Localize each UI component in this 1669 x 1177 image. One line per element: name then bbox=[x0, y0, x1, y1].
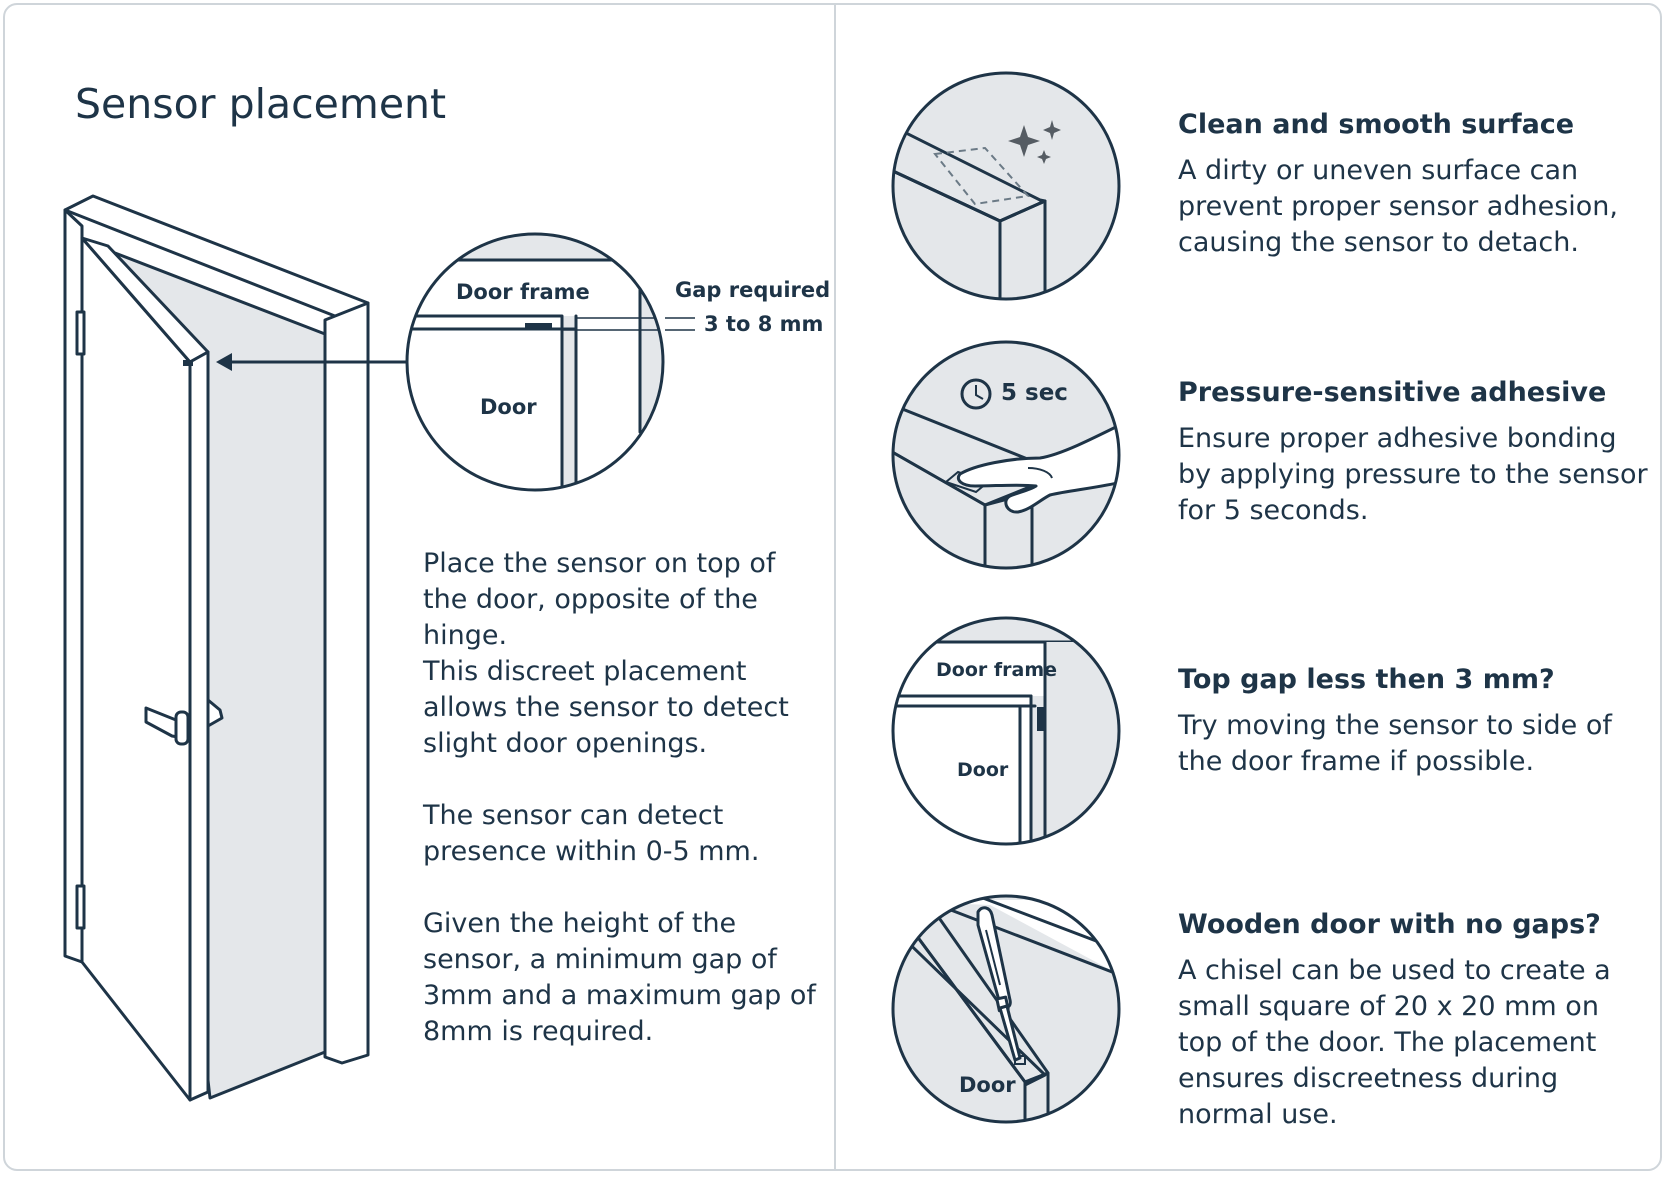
tip-heading-pressure: Pressure-sensitive adhesive bbox=[1178, 377, 1607, 408]
door-label: Door bbox=[480, 395, 537, 419]
tip-heading-clean: Clean and smooth surface bbox=[1178, 109, 1575, 140]
instruction-1: Place the sensor on top of the door, opp… bbox=[423, 548, 776, 651]
chisel-icon bbox=[976, 906, 1022, 1062]
tip-door-frame-label: Door frame bbox=[936, 659, 1058, 681]
door-handle-icon bbox=[144, 698, 224, 746]
instruction-2: This discreet placement allows the senso… bbox=[423, 656, 789, 759]
tip-clean-illustration bbox=[891, 71, 1121, 301]
gap-required-label: Gap required bbox=[675, 278, 831, 302]
panel-divider bbox=[834, 4, 836, 1171]
tip-text-clean: A dirty or uneven surface can prevent pr… bbox=[1178, 155, 1618, 258]
door-frame-label: Door frame bbox=[456, 280, 590, 304]
chisel-door-label: Door bbox=[959, 1073, 1016, 1097]
instruction-4: Given the height of the sensor, a minimu… bbox=[423, 908, 816, 1047]
tip-pressure-illustration bbox=[891, 340, 1121, 570]
gap-callout bbox=[405, 232, 695, 492]
panel-frame bbox=[3, 3, 1662, 1171]
tip-text-chisel: A chisel can be used to create a small s… bbox=[1178, 955, 1611, 1130]
door-illustration bbox=[63, 194, 408, 1102]
tip-heading-chisel: Wooden door with no gaps? bbox=[1178, 909, 1601, 940]
page-title: Sensor placement bbox=[75, 80, 447, 128]
clock-icon bbox=[960, 378, 992, 410]
five-sec-label: 5 sec bbox=[1001, 380, 1068, 406]
tip-door-label: Door bbox=[957, 759, 1009, 781]
tip-gap-illustration bbox=[891, 616, 1121, 846]
tip-heading-gap: Top gap less then 3 mm? bbox=[1178, 664, 1555, 695]
tip-text-pressure: Ensure proper adhesive bonding by applyi… bbox=[1178, 423, 1648, 526]
gap-value-label: 3 to 8 mm bbox=[704, 312, 824, 336]
tip-chisel-illustration bbox=[891, 894, 1121, 1124]
arrow-icon bbox=[216, 353, 232, 371]
sensor-marker bbox=[183, 360, 193, 366]
tip-text-gap: Try moving the sensor to side of the doo… bbox=[1178, 710, 1612, 777]
sparkle-icon bbox=[1008, 120, 1061, 164]
instruction-3: The sensor can detect presence within 0-… bbox=[423, 800, 760, 867]
